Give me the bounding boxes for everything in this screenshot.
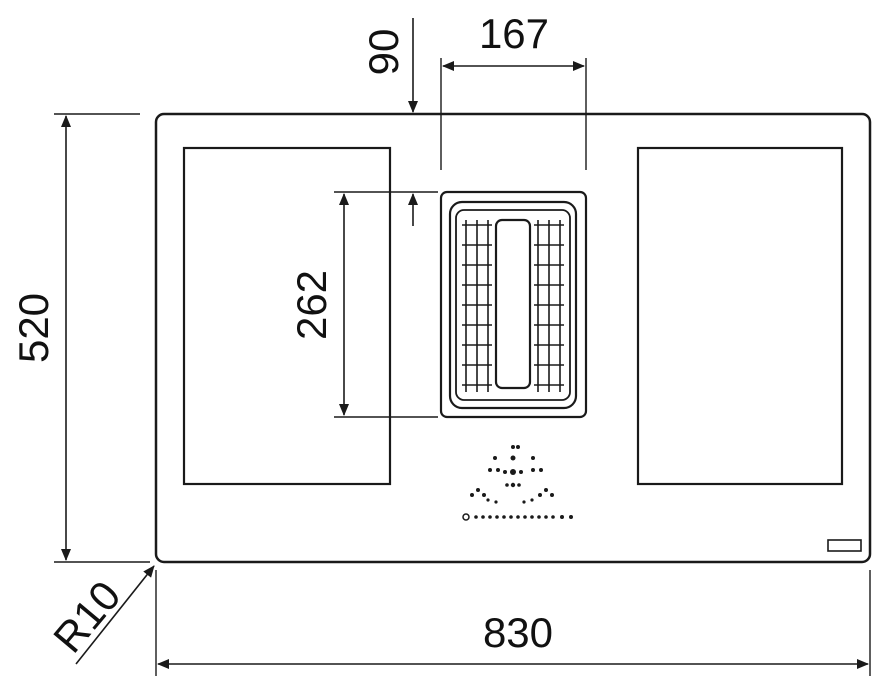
touch-controls-icon	[462, 445, 573, 521]
hob-outline	[154, 112, 872, 564]
dimension-width-830: 830	[155, 570, 871, 676]
logo-badge-icon	[827, 539, 862, 552]
vent-width-label: 167	[479, 10, 549, 57]
dimension-depth-520: 520	[10, 113, 150, 563]
dimension-vent-offset-90: 90	[360, 18, 418, 226]
depth-label: 520	[10, 293, 57, 363]
width-label: 830	[483, 609, 553, 656]
vent-offset-label: 90	[360, 29, 407, 76]
dimension-vent-depth-262: 262	[288, 191, 438, 418]
vent-frame	[439, 190, 588, 419]
dimension-vent-width-167: 167	[440, 10, 587, 170]
grille-icon	[448, 200, 578, 410]
right-cooking-zone	[636, 146, 844, 486]
left-cooking-zone	[182, 146, 392, 486]
vent-depth-label: 262	[288, 270, 335, 340]
corner-radius-label: R10	[44, 572, 130, 661]
dimension-corner-radius-r10: R10	[44, 565, 155, 665]
